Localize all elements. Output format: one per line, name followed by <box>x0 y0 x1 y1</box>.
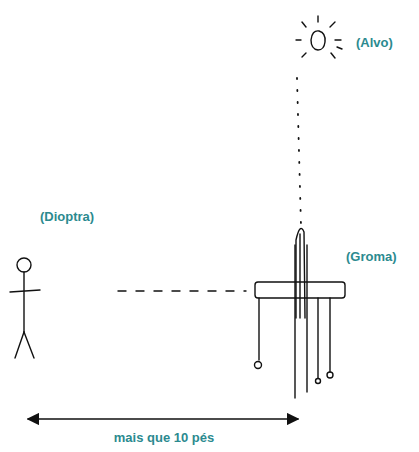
target-sun <box>296 16 342 58</box>
label-slot: (Groma) <box>346 247 397 265</box>
sight-line-vertical <box>297 78 301 226</box>
callout-label: (Groma) <box>346 249 397 264</box>
callout-label: (Alvo) <box>356 35 393 50</box>
distance-arrow <box>28 418 298 419</box>
sight-line-horizontal <box>118 290 246 291</box>
groma-instrument <box>255 228 346 398</box>
label-slot: mais que 10 pés <box>114 428 214 446</box>
label-slot: (Alvo) <box>356 33 393 51</box>
label-slot: (Dioptra) <box>40 207 94 225</box>
stick-figure <box>10 258 40 358</box>
callout-label: mais que 10 pés <box>114 430 214 445</box>
callout-label: (Dioptra) <box>40 209 94 224</box>
